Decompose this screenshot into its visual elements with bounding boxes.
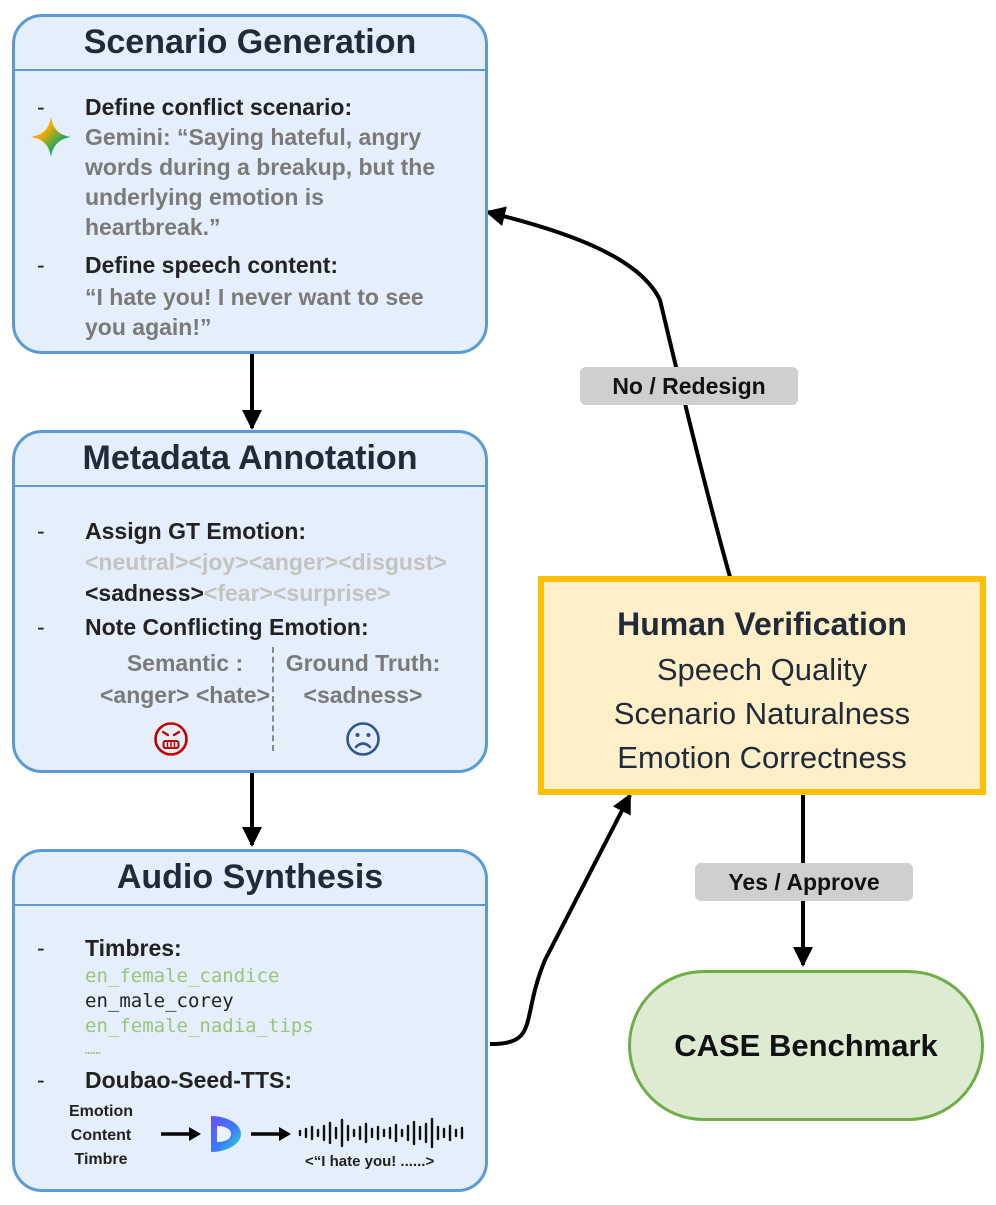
semantic-label: Semantic : (126, 650, 244, 676)
scenario-generation-box: Scenario Generation - Define conflict sc… (12, 14, 488, 354)
bullet-dash: - (37, 1067, 45, 1093)
ground-truth-label: Ground Truth: (285, 650, 441, 676)
speech-line-2: you again!” (85, 314, 212, 340)
bullet-dash: - (37, 252, 45, 278)
timbre-item: en_female_candice (85, 965, 280, 987)
arrow-tts-to-audio (251, 1127, 291, 1141)
verification-title: Human Verification (617, 606, 907, 642)
step-define-scenario: Define conflict scenario: (85, 94, 353, 120)
emotion-options-line-2: <sadness><fear><surprise> (85, 577, 391, 609)
gemini-line-4: heartbreak.” (85, 214, 221, 240)
emotion-anger: <anger> (248, 549, 339, 575)
emotion-surprise: <surprise> (272, 580, 391, 606)
input-content: Content (70, 1127, 132, 1144)
emotion-neutral: <neutral> (85, 549, 189, 575)
bullet-dash: - (37, 518, 45, 544)
column-divider (272, 647, 274, 751)
metadata-annotation-box: Metadata Annotation - Assign GT Emotion:… (12, 430, 488, 773)
timbre-item: en_female_nadia_tips (85, 1015, 314, 1037)
audio-synthesis-box: Audio Synthesis - Timbres: en_female_can… (12, 849, 488, 1192)
criterion-scenario-naturalness: Scenario Naturalness (613, 696, 911, 731)
bullet-dash: - (37, 614, 45, 640)
audio-output-caption: <“I hate you! ......> (305, 1153, 435, 1170)
redesign-label: No / Redesign (580, 367, 798, 405)
semantic-value: <anger> <hate> (99, 682, 271, 708)
waveform-icon (298, 1117, 464, 1149)
input-timbre: Timbre (74, 1151, 128, 1168)
sad-face-icon (346, 722, 380, 756)
angry-face-icon (154, 722, 188, 756)
note-conflict-label: Note Conflicting Emotion: (85, 614, 369, 640)
input-emotion: Emotion (69, 1103, 133, 1120)
approve-label: Yes / Approve (695, 863, 913, 901)
criterion-speech-quality: Speech Quality (656, 652, 868, 687)
emotion-joy: <joy> (188, 549, 249, 575)
audio-title: Audio Synthesis (15, 852, 485, 906)
metadata-title: Metadata Annotation (15, 433, 485, 487)
doubao-logo-icon (211, 1116, 241, 1152)
speech-line-1: “I hate you! I never want to see (85, 284, 424, 310)
gemini-line-1: Gemini: “Saying hateful, angry (85, 124, 422, 150)
scenario-title: Scenario Generation (15, 17, 485, 71)
bullet-dash: - (37, 935, 45, 961)
timbre-item-selected: en_male_corey (85, 990, 234, 1012)
gemini-sparkle-icon (31, 117, 71, 157)
arrow-inputs-to-tts (161, 1127, 201, 1141)
bullet-dash: - (37, 94, 45, 120)
arrow-redesign (485, 206, 732, 578)
emotion-sadness-selected: <sadness> (85, 580, 204, 606)
case-benchmark-terminal: CASE Benchmark (628, 970, 984, 1121)
ground-truth-value: <sadness> (303, 682, 423, 708)
criterion-emotion-correctness: Emotion Correctness (617, 740, 907, 775)
step-define-speech: Define speech content: (85, 252, 339, 278)
arrow-audio-to-verification (489, 793, 632, 1046)
tts-label: Doubao-Seed-TTS: (85, 1067, 292, 1093)
human-verification-box: Human Verification Speech Quality Scenar… (538, 576, 986, 795)
gemini-line-2: words during a breakup, but the (85, 154, 436, 180)
emotion-disgust: <disgust> (338, 549, 447, 575)
emotion-fear: <fear> (203, 580, 273, 606)
emotion-options-line-1: <neutral><joy><anger><disgust> (85, 546, 447, 578)
gemini-line-3: underlying emotion is (85, 184, 324, 210)
assign-emotion-label: Assign GT Emotion: (85, 518, 307, 544)
timbres-label: Timbres: (85, 935, 182, 961)
timbre-ellipsis: …… (85, 1043, 101, 1058)
